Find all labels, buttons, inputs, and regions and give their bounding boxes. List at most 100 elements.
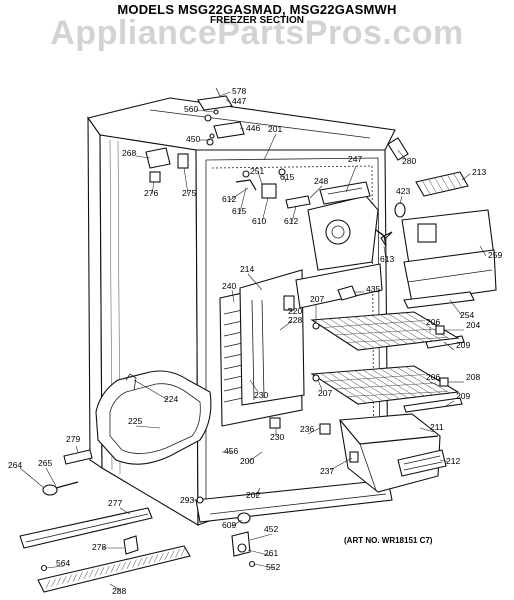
callout-label: 208 <box>466 372 480 382</box>
shelf-wire <box>362 315 409 345</box>
grille-slot <box>115 563 121 572</box>
tray-divider <box>428 179 437 194</box>
leader-line <box>135 155 151 159</box>
grille-slot <box>45 579 51 589</box>
callout-label: 293 <box>180 495 194 505</box>
leader-line <box>449 299 463 317</box>
callout-label: 277 <box>108 498 122 508</box>
shelf-wire <box>396 367 442 395</box>
leader-line <box>429 381 441 387</box>
leader-line <box>263 133 277 161</box>
grille-slot <box>110 564 116 573</box>
shelf-wire <box>345 371 392 401</box>
door-shelf <box>95 370 212 465</box>
shelf-wire <box>320 373 367 404</box>
callout-label: 615 <box>232 206 246 216</box>
leader-line <box>119 507 131 515</box>
leader-line <box>75 445 79 453</box>
leader-line <box>183 167 189 195</box>
shelf-wire <box>405 366 450 394</box>
callout-leader-lines <box>19 91 487 591</box>
shelf-wire <box>320 319 367 350</box>
callout-label: 288 <box>112 586 126 596</box>
callout-label: 261 <box>264 548 278 558</box>
leader-line <box>317 379 323 391</box>
leader-line <box>439 459 449 463</box>
shelf-wire <box>328 318 375 349</box>
callout-label: 201 <box>268 124 282 134</box>
leader-line <box>329 457 353 471</box>
leader-line <box>443 341 455 351</box>
callout-label: 259 <box>488 250 502 260</box>
callout-label: 209 <box>456 340 470 350</box>
grille-slot <box>72 573 78 582</box>
leader-line <box>45 467 57 487</box>
callout-label: 552 <box>266 562 280 572</box>
callout-label: 240 <box>222 281 236 291</box>
grille-slot <box>105 565 110 575</box>
leader-line <box>247 549 273 557</box>
leader-line <box>287 307 293 313</box>
callout-label: 248 <box>314 176 328 186</box>
grille-slot <box>88 569 94 578</box>
shelf-rail-lower <box>403 397 463 413</box>
leader-line <box>383 245 387 261</box>
small-parts <box>40 87 449 572</box>
leader-line <box>249 533 273 541</box>
callout-label: 615 <box>280 172 294 182</box>
shelf-wire <box>362 369 409 399</box>
grille-slot <box>56 577 62 586</box>
leader-line <box>399 195 403 205</box>
shelf-wire <box>405 312 450 340</box>
callout-label: 211 <box>430 422 444 432</box>
callout-label: 278 <box>92 542 106 552</box>
callout-label: 279 <box>66 434 80 444</box>
grille-slot <box>67 574 72 583</box>
leader-line <box>307 427 321 435</box>
callout-label: 280 <box>402 156 416 166</box>
callout-label: 251 <box>250 166 264 176</box>
callout-label: 578 <box>232 86 246 96</box>
grille-slot <box>169 550 175 559</box>
callout-label: 202 <box>246 490 260 500</box>
leader-line <box>231 519 243 527</box>
shelf-rail <box>403 291 475 309</box>
callout-label: 452 <box>264 524 278 534</box>
callout-label: 213 <box>472 167 486 177</box>
grille-slot <box>78 572 83 581</box>
leader-line <box>345 165 357 193</box>
tray-divider <box>422 180 431 195</box>
callout-label: 456 <box>224 446 238 456</box>
leader-line <box>231 289 235 303</box>
leader-line <box>291 205 297 223</box>
shelf-wire <box>337 371 384 402</box>
grille-slot <box>121 561 126 571</box>
leader-line <box>309 185 323 199</box>
callout-label: 220 <box>288 306 302 316</box>
leader-line <box>229 187 249 201</box>
tray-divider <box>440 176 450 191</box>
leader-line <box>219 91 231 97</box>
leader-line <box>19 467 45 489</box>
callout-label: 228 <box>288 315 302 325</box>
callout-label: 446 <box>246 123 260 133</box>
leader-line <box>133 379 169 401</box>
leader-line <box>247 273 263 291</box>
callout-label: 224 <box>164 394 178 404</box>
leader-line <box>151 181 155 195</box>
leader-line <box>419 427 435 433</box>
leader-line <box>109 583 121 591</box>
callout-label: 612 <box>284 216 298 226</box>
callout-label: 206 <box>426 317 440 327</box>
leader-line <box>261 197 269 223</box>
leader-line <box>255 487 261 497</box>
leader-line <box>249 379 259 393</box>
callout-label: 450 <box>186 134 200 144</box>
shelf-crosswire <box>334 328 437 336</box>
shelf-crosswire <box>346 391 448 397</box>
callout-label: 612 <box>222 194 236 204</box>
grille-slot <box>126 560 132 569</box>
grille-slot <box>180 547 186 557</box>
